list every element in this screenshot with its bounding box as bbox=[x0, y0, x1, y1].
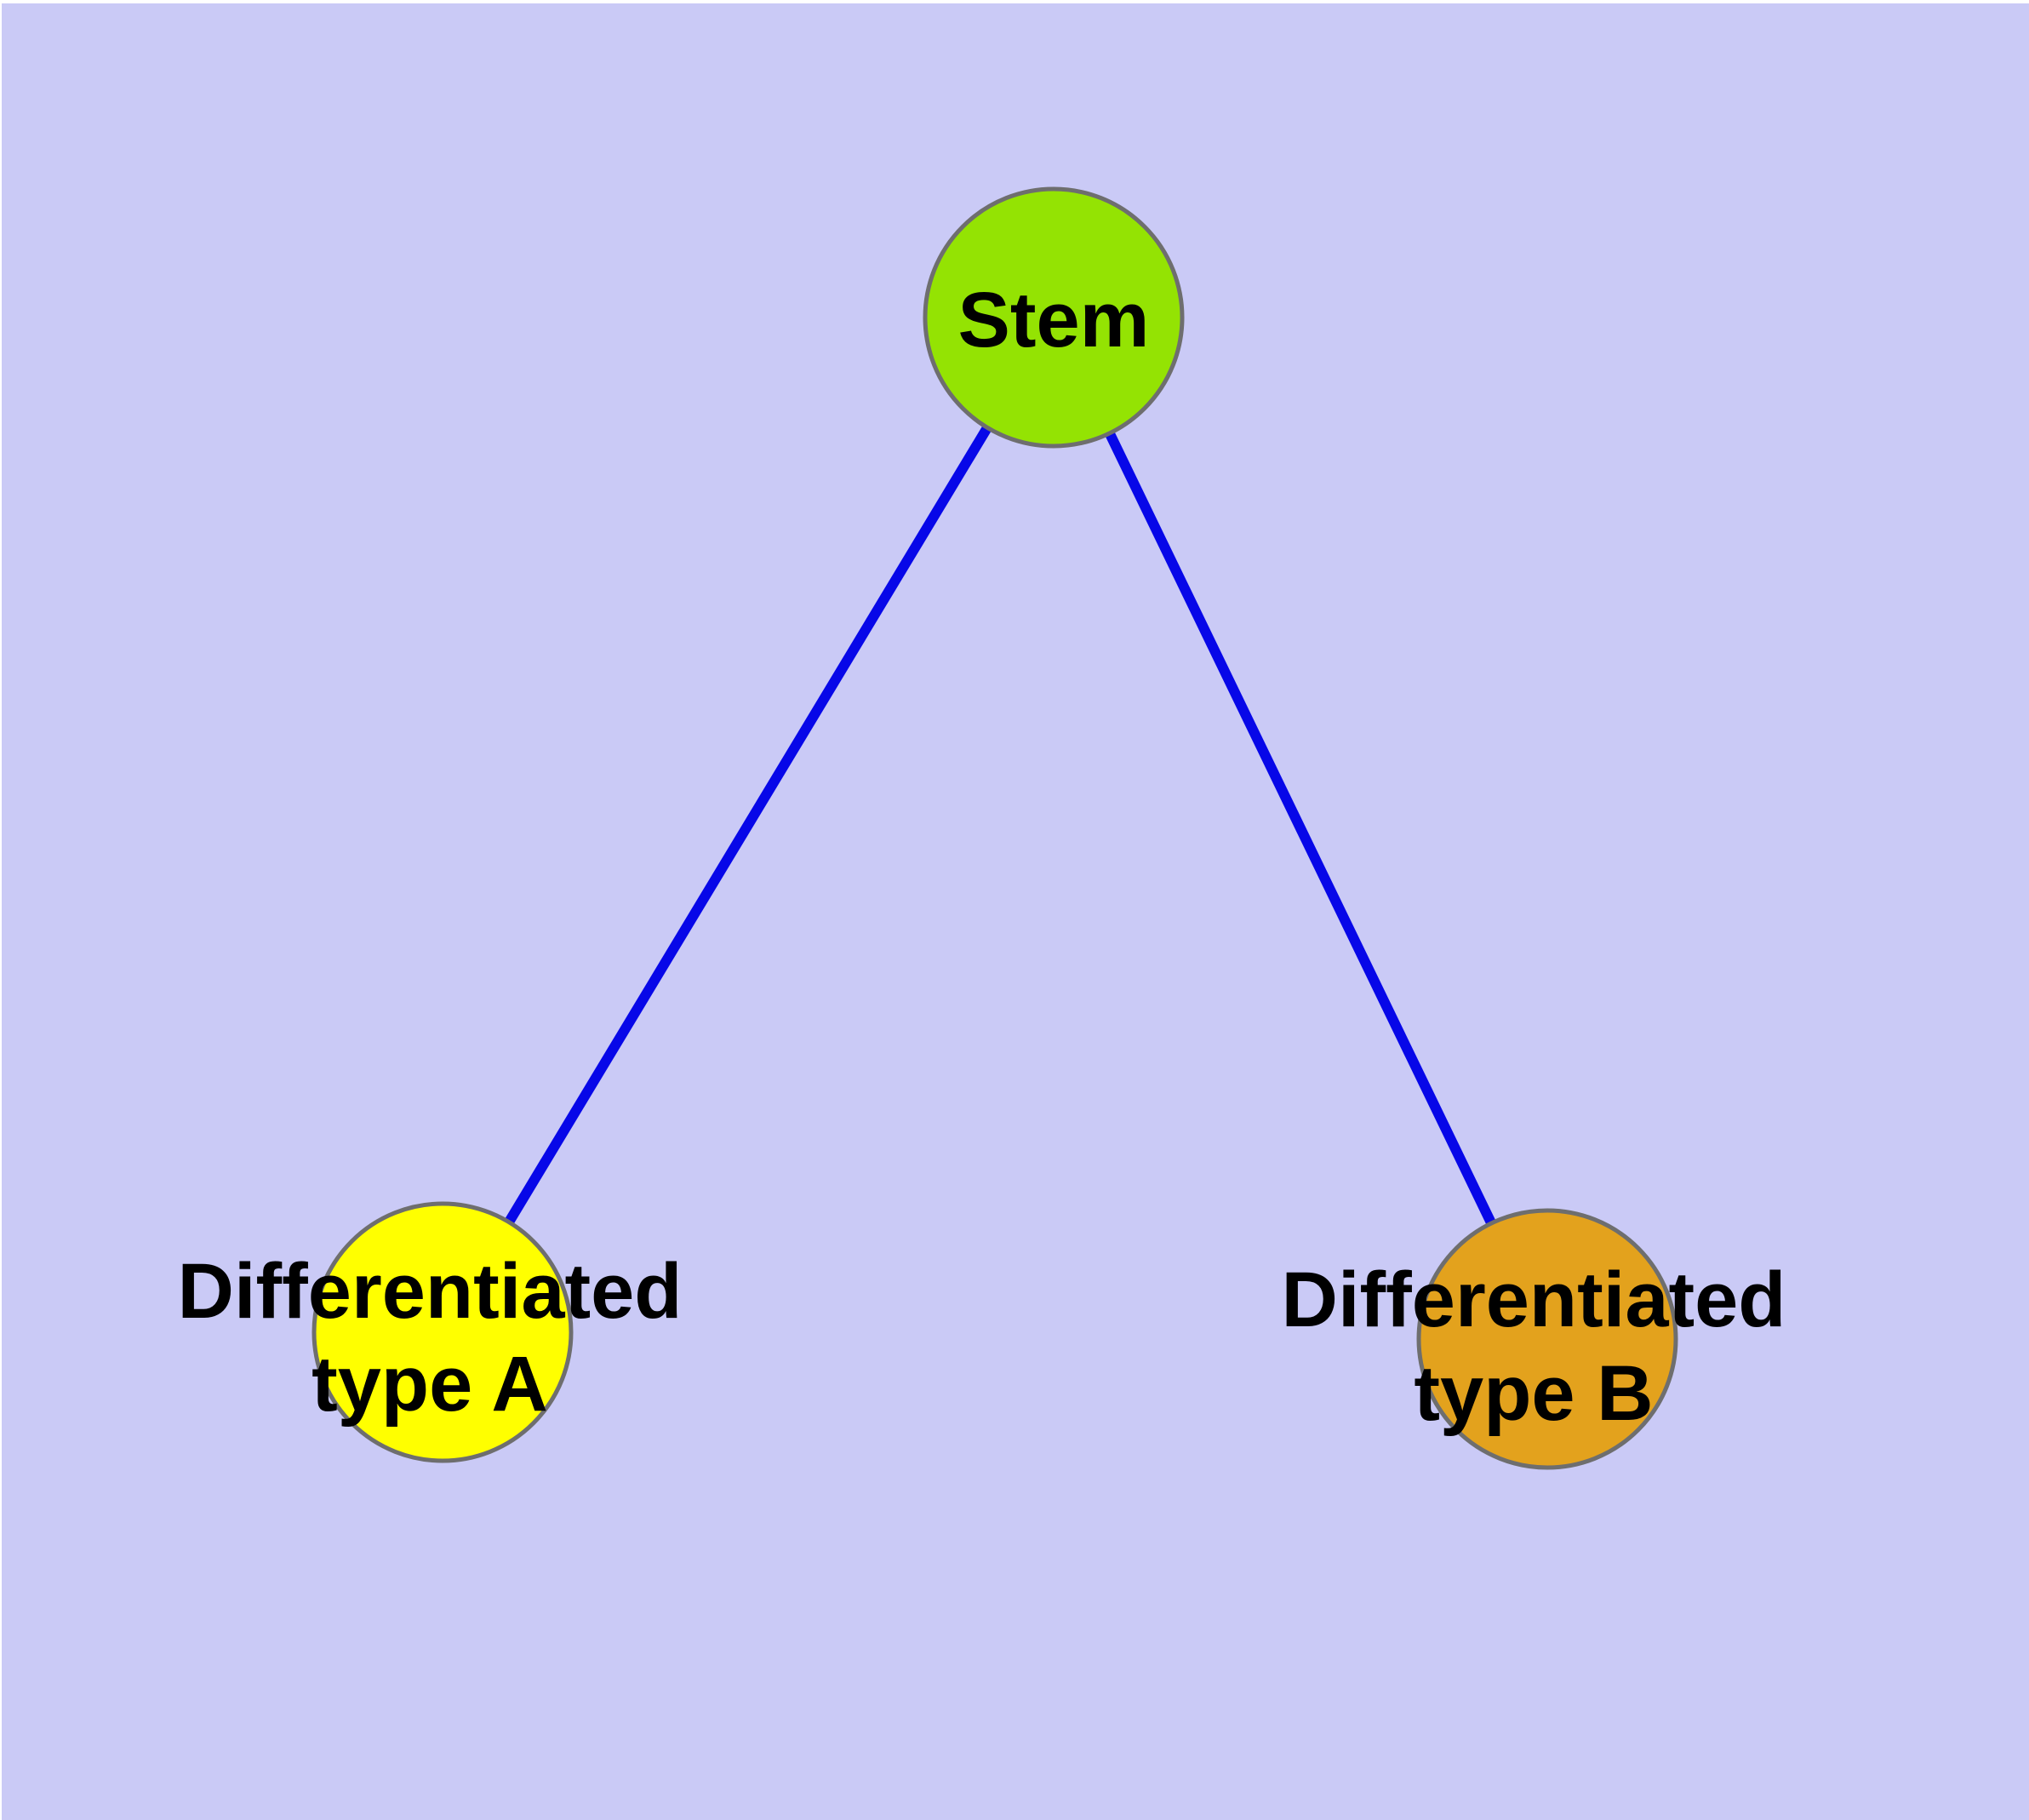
node-stem bbox=[923, 186, 1185, 449]
node-type-b-label-line2: type B bbox=[1414, 1350, 1653, 1437]
edge-stem-type-a bbox=[437, 314, 1059, 1336]
node-type-a bbox=[311, 1201, 574, 1463]
node-stem-label: Stem bbox=[958, 277, 1150, 363]
node-type-b-label-line1: Differentiated bbox=[1282, 1256, 1786, 1343]
edge-stem-type-b bbox=[1049, 315, 1552, 1342]
node-type-a-label-line1: Differentiated bbox=[178, 1248, 683, 1335]
node-type-a-label-line2: type A bbox=[311, 1341, 548, 1428]
node-type-b bbox=[1416, 1208, 1678, 1470]
